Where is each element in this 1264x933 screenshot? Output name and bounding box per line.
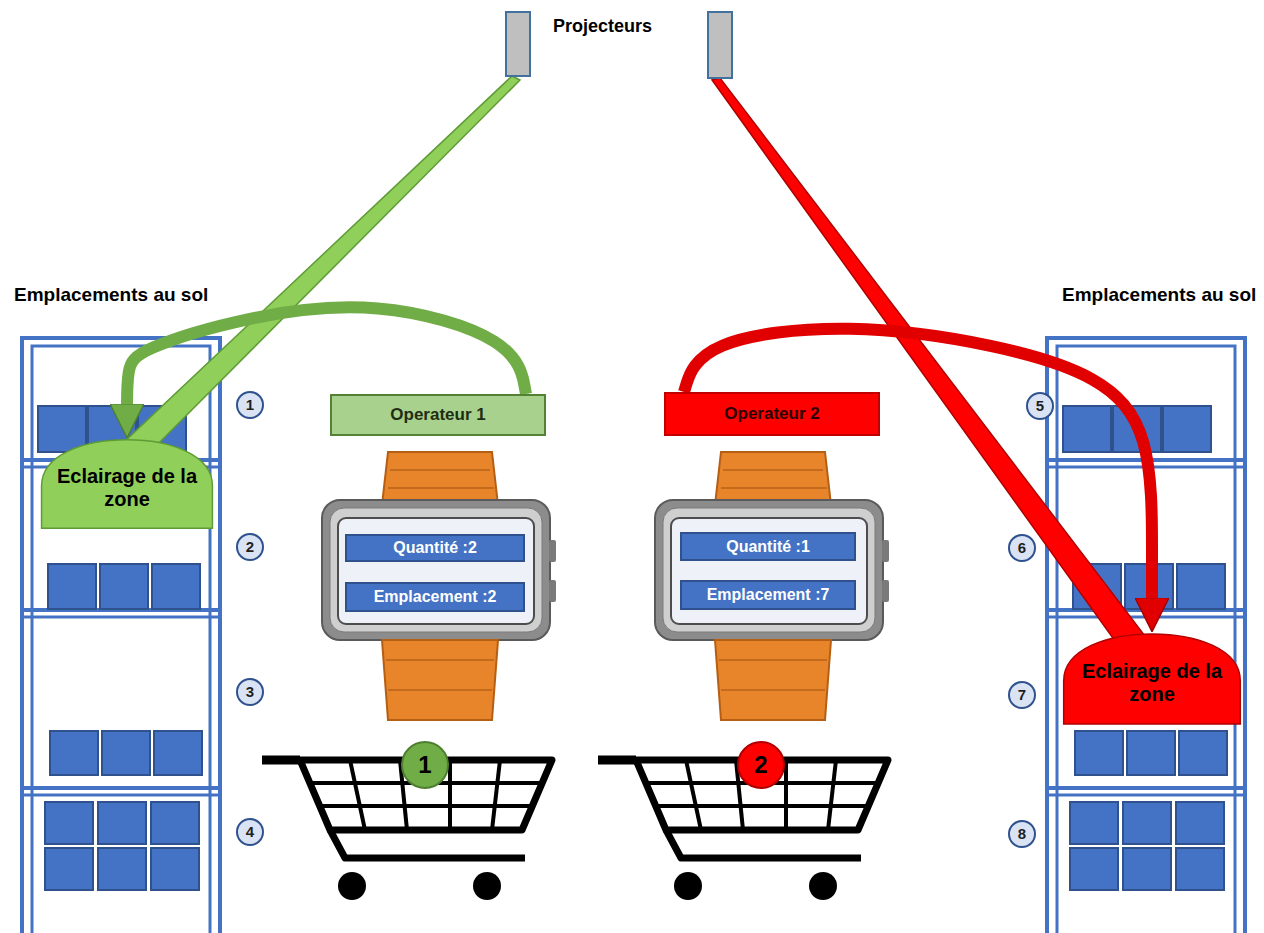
node-label: Quantité :1 xyxy=(726,538,810,556)
callout-number: 6 xyxy=(1018,540,1026,557)
flow-arrow xyxy=(684,329,1152,608)
rack-label: Emplacements au sol xyxy=(1062,284,1256,306)
callout-number: 3 xyxy=(246,684,254,701)
floor-rack xyxy=(22,338,220,933)
callout-circle: 8 xyxy=(1008,820,1036,848)
watch-field: Quantité :2 xyxy=(345,534,525,562)
projector xyxy=(506,12,530,76)
light-zone: Eclairage de la zone xyxy=(1060,632,1244,726)
watch-field: Emplacement :7 xyxy=(680,580,856,610)
node-label: 1 xyxy=(418,752,431,778)
zone-label: Eclairage de la zone xyxy=(1070,660,1234,706)
watch-field: Emplacement :2 xyxy=(345,582,525,612)
light-beam xyxy=(712,78,1148,648)
smart-watch xyxy=(322,452,556,720)
projector xyxy=(708,12,732,78)
node-label: Operateur 2 xyxy=(724,405,819,424)
callout-circle: 4 xyxy=(236,818,264,846)
callout-number: 1 xyxy=(246,397,254,414)
operator-box: Operateur 1 xyxy=(330,394,546,436)
smart-watch xyxy=(655,452,889,720)
light-zone: Eclairage de la zone xyxy=(38,438,216,530)
rack-label: Emplacements au sol xyxy=(14,284,208,306)
zone-label: Eclairage de la zone xyxy=(48,465,206,511)
callout-number: 8 xyxy=(1018,826,1026,843)
cart-badge: 2 xyxy=(737,741,785,789)
projector-label: Projecteurs xyxy=(553,16,652,37)
callout-number: 2 xyxy=(246,539,254,556)
node-label: Quantité :2 xyxy=(393,539,477,557)
operator-box: Operateur 2 xyxy=(664,392,880,436)
callout-circle: 2 xyxy=(236,533,264,561)
callout-circle: 5 xyxy=(1026,392,1054,420)
node-label: Emplacement :2 xyxy=(374,588,497,606)
callout-circle: 1 xyxy=(236,391,264,419)
node-label: Emplacement :7 xyxy=(707,586,830,604)
floor-rack xyxy=(1047,338,1245,933)
node-label: Operateur 1 xyxy=(390,406,485,425)
watch-field: Quantité :1 xyxy=(680,532,856,561)
callout-circle: 7 xyxy=(1008,681,1036,709)
callout-number: 4 xyxy=(246,824,254,841)
callout-circle: 3 xyxy=(236,678,264,706)
node-label: 2 xyxy=(754,752,767,778)
cart-badge: 1 xyxy=(401,741,449,789)
callout-number: 5 xyxy=(1036,398,1044,415)
callout-number: 7 xyxy=(1018,687,1026,704)
callout-circle: 6 xyxy=(1008,534,1036,562)
